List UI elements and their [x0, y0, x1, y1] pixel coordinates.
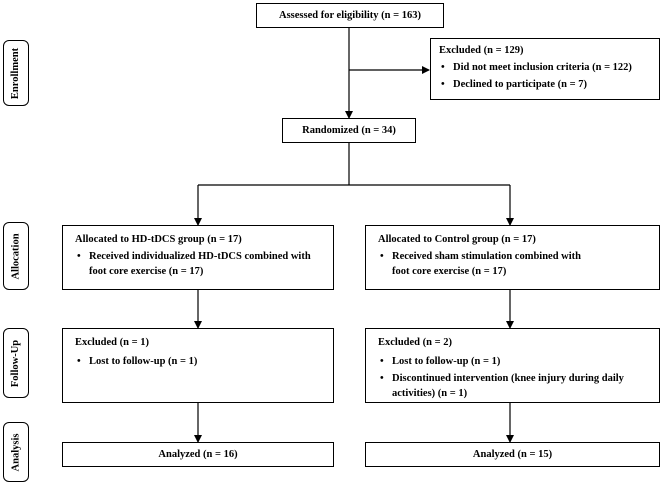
control-allocation-item: Received sham stimulation combined with …	[378, 249, 651, 279]
control-analyzed-box: Analyzed (n = 15)	[365, 442, 660, 467]
control-analyzed-text: Analyzed (n = 15)	[472, 449, 553, 460]
hd-allocation-item: Received individualized HD-tDCS combined…	[75, 249, 325, 279]
stage-follow-up: Follow-Up	[3, 328, 29, 398]
hd-followup-item: Lost to follow-up (n = 1)	[75, 354, 325, 369]
hd-followup-box: Excluded (n = 1) Lost to follow-up (n = …	[62, 328, 334, 403]
randomized-text: Randomized (n = 34)	[302, 125, 396, 136]
stage-allocation-label: Allocation	[10, 232, 22, 280]
stage-allocation: Allocation	[3, 222, 29, 290]
stage-follow-up-label: Follow-Up	[10, 339, 22, 387]
stage-enrollment-label: Enrollment	[10, 47, 22, 99]
control-allocation-title: Allocated to Control group (n = 17)	[378, 234, 536, 245]
excluded-item: Declined to participate (n = 7)	[439, 77, 651, 92]
control-followup-item: Lost to follow-up (n = 1)	[378, 354, 651, 369]
hd-analyzed-box: Analyzed (n = 16)	[62, 442, 334, 467]
control-followup-item: Discontinued intervention (knee injury d…	[378, 371, 651, 401]
control-allocation-box: Allocated to Control group (n = 17) Rece…	[365, 225, 660, 290]
excluded-box: Excluded (n = 129) Did not meet inclusio…	[430, 38, 660, 100]
stage-analysis: Analysis	[3, 422, 29, 482]
hd-followup-title: Excluded (n = 1)	[75, 337, 149, 348]
hd-allocation-title: Allocated to HD-tDCS group (n = 17)	[75, 234, 242, 245]
randomized-box: Randomized (n = 34)	[282, 118, 416, 143]
control-followup-box: Excluded (n = 2) Lost to follow-up (n = …	[365, 328, 660, 403]
excluded-title: Excluded (n = 129)	[439, 45, 524, 56]
hd-allocation-box: Allocated to HD-tDCS group (n = 17) Rece…	[62, 225, 334, 290]
stage-enrollment: Enrollment	[3, 40, 29, 106]
excluded-item: Did not meet inclusion criteria (n = 122…	[439, 60, 651, 75]
stage-analysis-label: Analysis	[10, 433, 22, 471]
assessed-box: Assessed for eligibility (n = 163)	[256, 3, 444, 28]
assessed-text: Assessed for eligibility (n = 163)	[279, 10, 421, 21]
hd-analyzed-text: Analyzed (n = 16)	[158, 449, 238, 460]
control-followup-title: Excluded (n = 2)	[378, 337, 452, 348]
